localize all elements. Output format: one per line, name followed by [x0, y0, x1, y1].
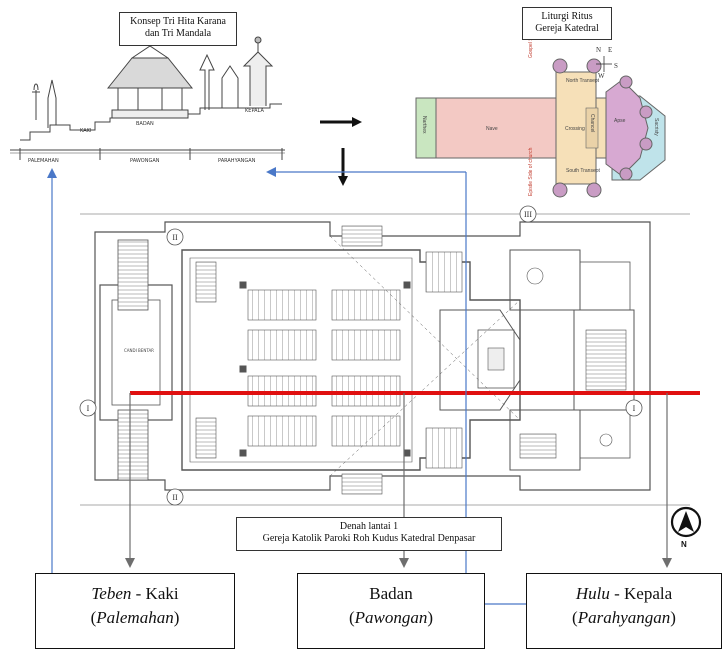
north-arrow-icon	[670, 506, 702, 538]
area-nave: Nave	[486, 126, 498, 132]
axis-marker-ii-top: II	[172, 233, 178, 242]
compass-e: E	[608, 46, 612, 54]
hulu-level: - Kepala	[609, 584, 673, 603]
area-south-transept: South Transept	[566, 168, 601, 174]
teben-paren-open: (	[90, 608, 97, 627]
liturgy-title-2: Gereja Katedral	[535, 23, 599, 34]
compass-w: W	[598, 72, 605, 80]
axis-marker-ii-bottom: II	[172, 493, 178, 502]
teben-sub: Palemahan	[96, 608, 174, 627]
axis-marker-iii: III	[524, 210, 532, 219]
area-chancel: Chancel	[589, 114, 595, 132]
level-label-kepala: KEPALA	[245, 108, 264, 114]
floor-plan-title-2: Gereja Katolik Paroki Roh Kudus Katedral…	[262, 533, 476, 544]
level-label-kaki: KAKI	[80, 128, 91, 134]
teben-level: - Kaki	[131, 584, 179, 603]
hulu-paren-close: )	[670, 608, 676, 627]
flow-arrows	[320, 117, 362, 186]
liturgy-plan	[415, 58, 666, 198]
tri-hita-karana-caption: Konsep Tri Hita Karana dan Tri Mandala	[119, 12, 237, 46]
north-label: N	[681, 540, 687, 549]
area-apse: Apse	[614, 118, 626, 124]
badan-sub: Pawongan	[354, 608, 428, 627]
badan-paren-close: )	[427, 608, 434, 627]
zone-box-badan: Badan (Pawongan)	[297, 573, 485, 649]
candi-bentar-label: CANDI BENTAR	[124, 348, 154, 353]
level-label-badan: BADAN	[136, 121, 154, 127]
zone-label-palemahan: PALEMAHAN	[28, 158, 59, 164]
axis-marker-i-left: I	[87, 404, 90, 413]
area-narthex: Narthex	[421, 116, 427, 134]
liturgy-title-1: Liturgi Ritus	[541, 11, 593, 22]
zone-label-pawongan: PAWONGAN	[130, 158, 160, 164]
hulu-sub: Parahyangan	[577, 608, 671, 627]
floor-plan	[80, 213, 690, 506]
zone-box-hulu: Hulu - Kepala (Parahyangan)	[526, 573, 722, 649]
compass-s: S	[614, 62, 618, 70]
tri-hita-karana-title-2: dan Tri Mandala	[144, 28, 212, 39]
zone-label-parahyangan: PARAHYANGAN	[218, 158, 256, 164]
axis-markers	[79, 205, 643, 506]
badan-term: Badan	[369, 584, 413, 603]
teben-term: Teben	[91, 584, 132, 603]
badan-paren-open: (	[348, 608, 355, 627]
area-sacristy: Sacristy	[653, 118, 659, 136]
floor-plan-title-1: Denah lantai 1	[339, 521, 399, 532]
compass-n: N	[596, 46, 601, 54]
liturgy-compass: N E S W	[596, 46, 618, 80]
zone-box-teben: Teben - Kaki (Palemahan)	[35, 573, 235, 649]
hulu-term: Hulu	[575, 584, 610, 603]
area-crossing: Crossing	[565, 126, 585, 132]
epistle-side-label: Epistle Side of church	[528, 147, 534, 196]
hulu-paren-open: (	[572, 608, 578, 627]
tri-hita-karana-title-1: Konsep Tri Hita Karana	[130, 16, 226, 27]
area-north-transept: North Transept	[566, 78, 600, 84]
liturgy-caption: Liturgi Ritus Gereja Katedral	[522, 7, 612, 40]
axis-marker-i-right: I	[633, 404, 636, 413]
tri-hita-karana-sketch	[10, 36, 285, 160]
floor-plan-caption: Denah lantai 1 Gereja Katolik Paroki Roh…	[236, 517, 502, 551]
teben-paren-close: )	[173, 608, 180, 627]
